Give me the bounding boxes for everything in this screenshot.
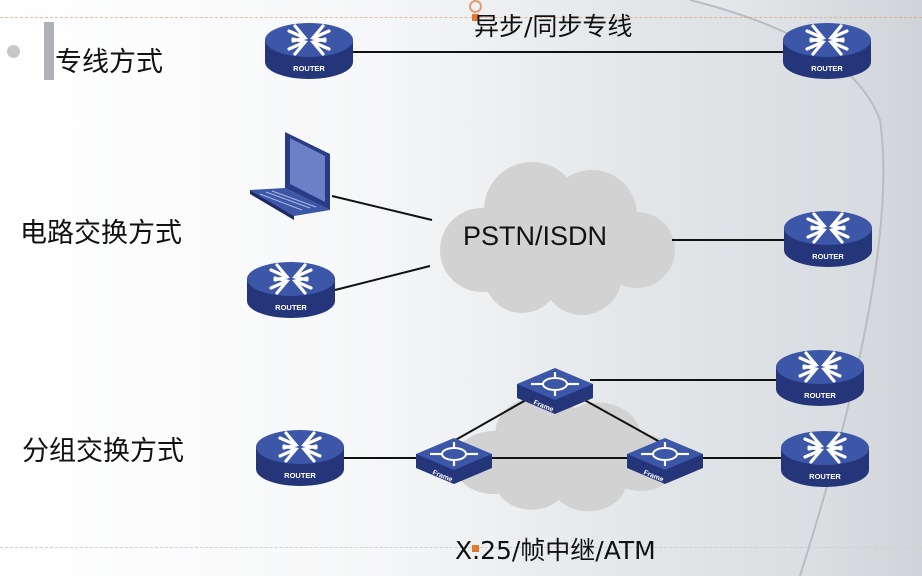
router-icon [782, 209, 874, 269]
router-icon [245, 260, 337, 320]
label-x25-fr-atm: X.25/帧中继/ATM [455, 536, 656, 565]
selection-handle-top [472, 14, 479, 21]
laptop-icon [250, 132, 330, 220]
router-icon [774, 348, 866, 408]
title-packet-switching: 分组交换方式 [22, 436, 184, 467]
bullet-dot [7, 45, 20, 58]
router-icon [781, 21, 873, 81]
router-icon [779, 429, 871, 489]
title-circuit-switching: 电路交换方式 [20, 218, 182, 249]
top-guide-line [0, 17, 922, 18]
title-dedicated-line: 专线方式 [55, 47, 163, 78]
selection-handle-bottom [472, 545, 479, 552]
rotate-handle [469, 0, 482, 13]
label-pstn-isdn: PSTN/ISDN [463, 221, 608, 251]
bottom-guide-line [0, 547, 922, 548]
router-icon [263, 21, 355, 81]
label-async-sync-line: 异步/同步专线 [474, 12, 633, 41]
bullet-bar [44, 22, 54, 80]
link-router-pstn [334, 265, 431, 291]
router-icon [254, 428, 346, 488]
link-laptop-pstn [331, 195, 433, 221]
